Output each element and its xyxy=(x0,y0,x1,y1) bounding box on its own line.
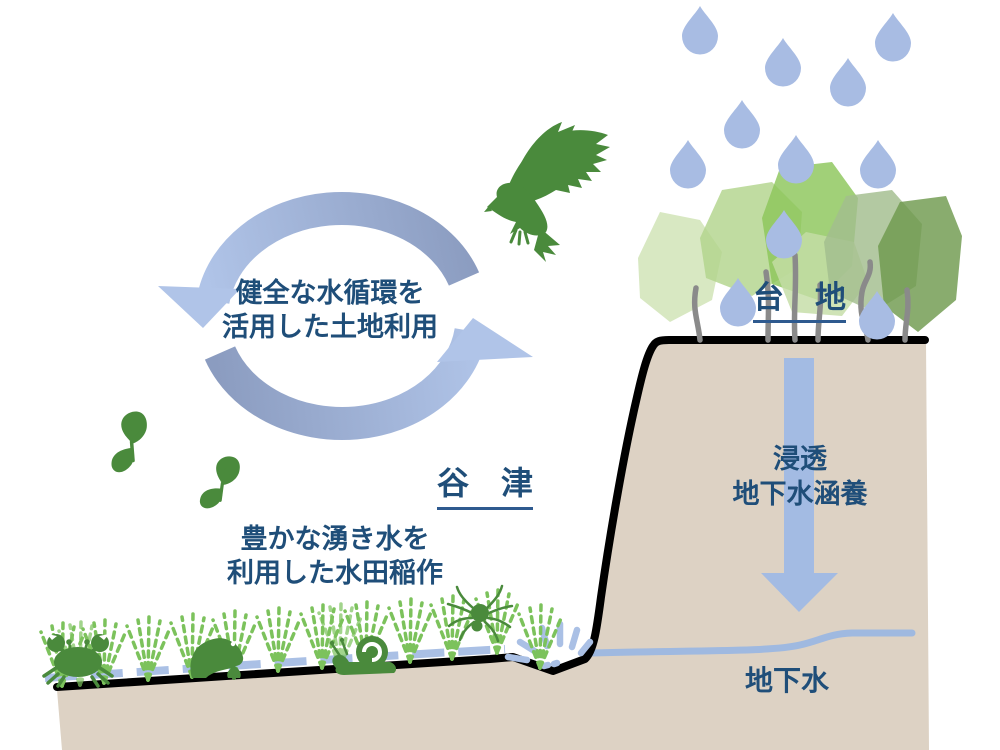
cycle-label: 健全な水循環を 活用した土地利用 xyxy=(160,276,500,344)
raindrop-icon xyxy=(875,13,911,62)
tree-icon xyxy=(878,196,962,332)
crab-icon xyxy=(42,634,114,688)
butterfly-icon xyxy=(192,453,247,511)
daichi-label: 台 地 xyxy=(753,272,846,323)
cycle-label-line1: 健全な水循環を xyxy=(235,278,425,308)
snail-icon xyxy=(329,636,397,675)
raindrop-icon xyxy=(724,100,760,149)
spring-rice-line1: 豊かな湧き水を xyxy=(240,524,430,554)
terrain-outline xyxy=(53,336,929,691)
butterfly-icon xyxy=(94,406,162,477)
infiltration-line2: 地下水涵養 xyxy=(732,479,868,509)
spider-icon xyxy=(446,584,514,643)
infiltration-line1: 浸透 xyxy=(773,444,827,474)
raindrop-icon xyxy=(860,140,896,189)
raindrop-icon xyxy=(670,140,706,189)
cycle-arrows-icon xyxy=(158,192,533,440)
daichi-label-text: 台 地 xyxy=(753,272,846,323)
infiltration-label: 浸透 地下水涵養 xyxy=(690,442,910,512)
frog-icon xyxy=(190,638,244,680)
spring-rice-line2: 利用した水田稲作 xyxy=(227,558,443,588)
raindrop-icon xyxy=(765,38,801,87)
groundwater-label: 地下水 xyxy=(745,665,830,696)
yatsu-label-text: 谷 津 xyxy=(437,458,534,510)
down-arrow-icon xyxy=(761,358,838,612)
raindrop-icon xyxy=(778,135,814,184)
hawk-icon xyxy=(484,122,610,262)
yatsu-label: 谷 津 xyxy=(437,458,534,510)
raindrop-icon xyxy=(682,6,718,55)
trees xyxy=(638,162,962,332)
spring-rice-label: 豊かな湧き水を 利用した水田稲作 xyxy=(165,522,505,590)
raindrop-icon xyxy=(830,58,866,107)
groundwater-line xyxy=(588,629,916,657)
cycle-label-line2: 活用した土地利用 xyxy=(222,312,438,342)
